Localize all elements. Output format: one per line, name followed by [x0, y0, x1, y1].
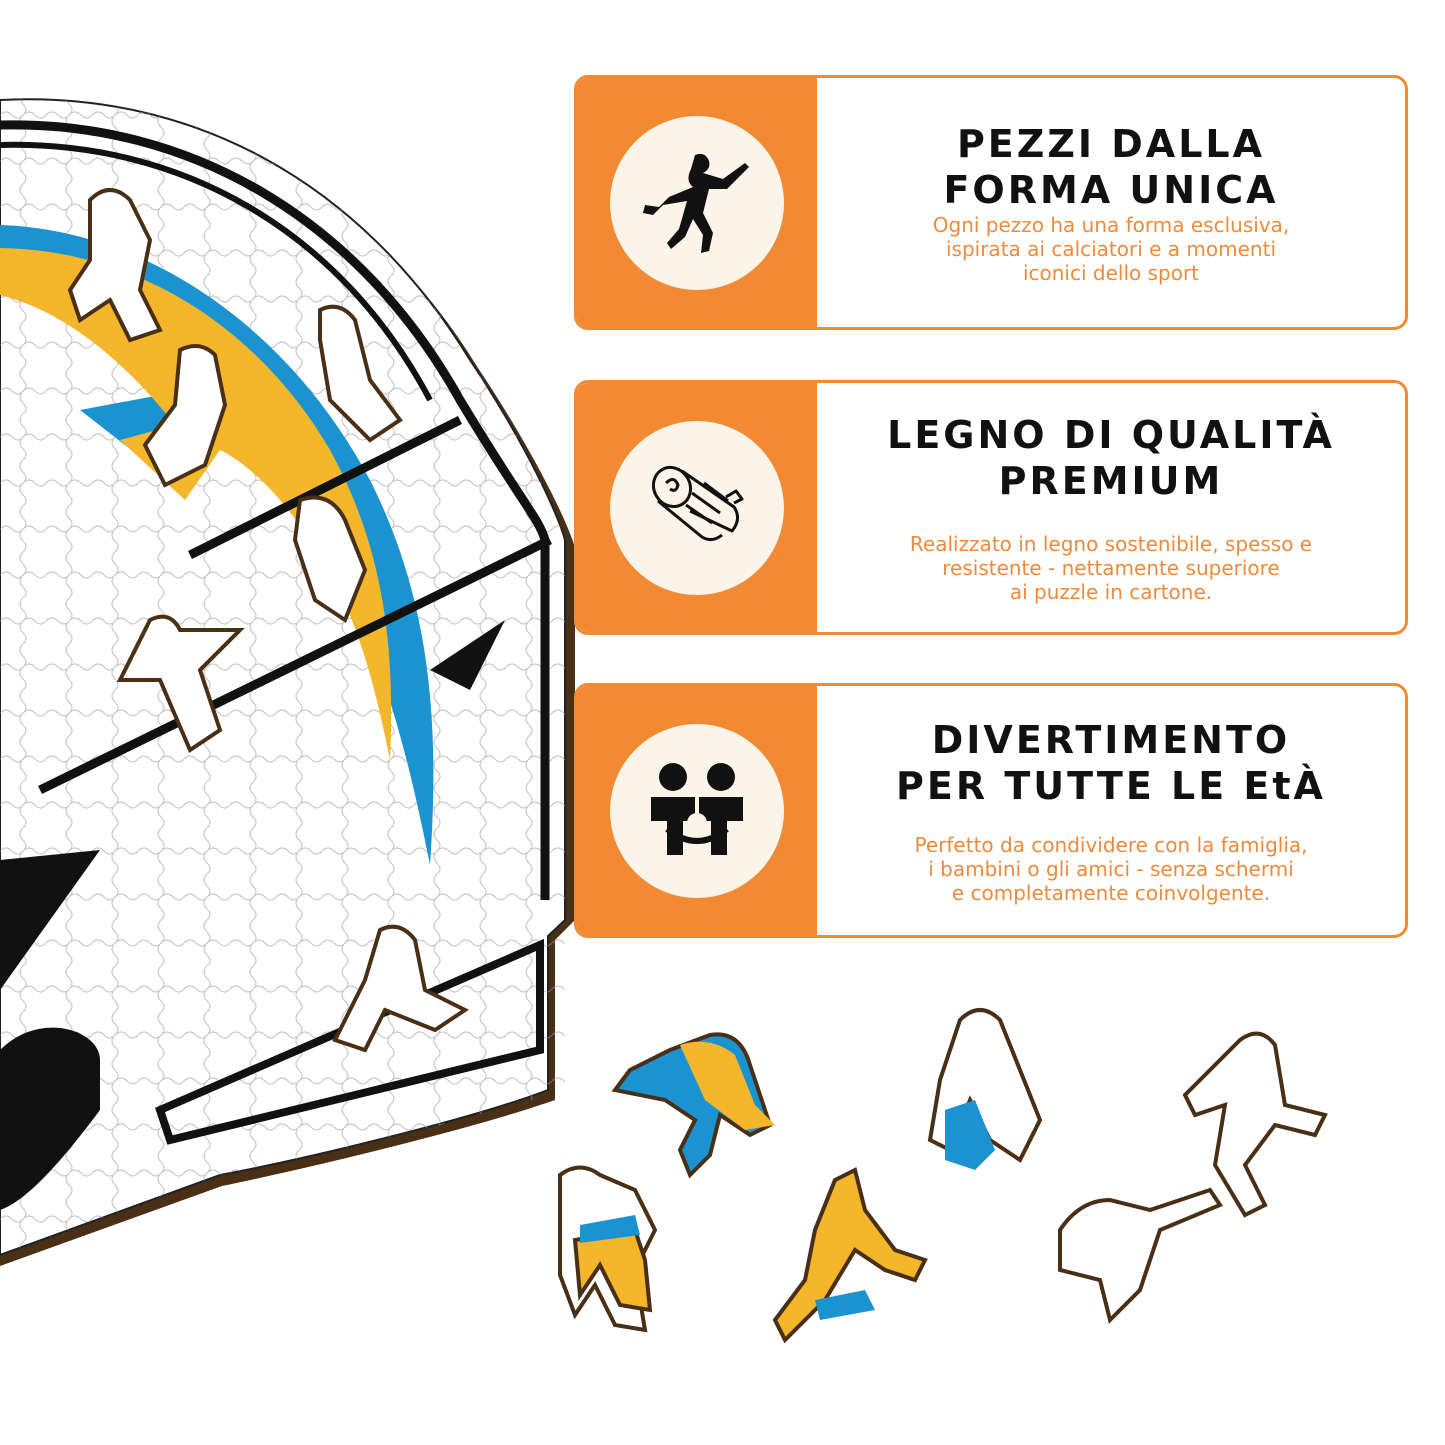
feature-card-icon-panel: [577, 383, 817, 632]
feature-card-icon-panel: [577, 78, 817, 327]
feature-card-unique-pieces: PEZZI DALLA FORMA UNICA Ogni pezzo ha un…: [574, 75, 1408, 330]
feature-title: LEGNO DI QUALITÀ PREMIUM: [887, 412, 1335, 503]
feature-description: Realizzato in legno sostenibile, spesso …: [909, 531, 1313, 604]
loose-puzzle-pieces: [558, 1008, 1328, 1344]
feature-description: Ogni pezzo ha una forma esclusiva, ispir…: [932, 212, 1290, 285]
feature-card-premium-wood: LEGNO DI QUALITÀ PREMIUM Realizzato in l…: [574, 380, 1408, 635]
football-player-icon: [610, 115, 784, 290]
feature-card-text: LEGNO DI QUALITÀ PREMIUM Realizzato in l…: [817, 383, 1405, 632]
feature-card-fun-all-ages: DIVERTIMENTO PER TUTTE LE EtÀ Perfetto d…: [574, 683, 1408, 938]
feature-description: Perfetto da condividere con la famiglia,…: [914, 832, 1308, 905]
feature-card-text: DIVERTIMENTO PER TUTTE LE EtÀ Perfetto d…: [817, 686, 1405, 935]
feature-title: DIVERTIMENTO PER TUTTE LE EtÀ: [896, 717, 1326, 808]
feature-title: PEZZI DALLA FORMA UNICA: [943, 121, 1279, 212]
feature-card-icon-panel: [577, 686, 817, 935]
two-children-icon: [610, 723, 784, 898]
feature-card-text: PEZZI DALLA FORMA UNICA Ogni pezzo ha un…: [817, 78, 1405, 327]
wood-log-icon: [610, 420, 784, 595]
